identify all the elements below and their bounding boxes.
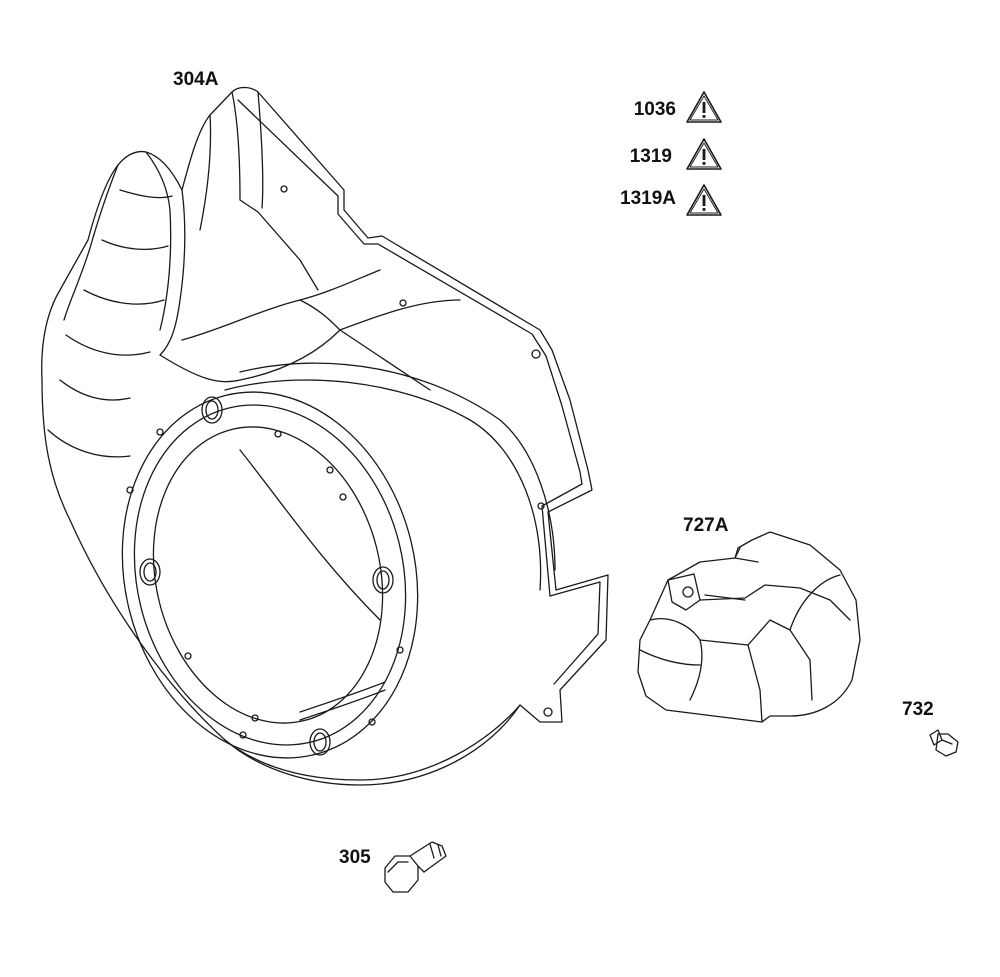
part-label-305: 305 (339, 847, 371, 868)
warning-label-1319A: 1319A (620, 188, 676, 209)
part-label-304A: 304A (173, 69, 219, 90)
warning-triangle-icon (686, 138, 722, 170)
part-label-727A: 727A (683, 515, 729, 536)
warning-label-1319: 1319 (629, 146, 672, 167)
warning-triangle-icon (686, 184, 722, 216)
bolt-305 (384, 841, 447, 893)
warning-triangle-icon (686, 91, 722, 123)
blower-housing (41, 86, 609, 786)
warning-label-1036: 1036 (633, 99, 676, 120)
screw-732 (929, 729, 959, 757)
cover-727A (637, 531, 861, 723)
part-label-732: 732 (902, 699, 934, 720)
